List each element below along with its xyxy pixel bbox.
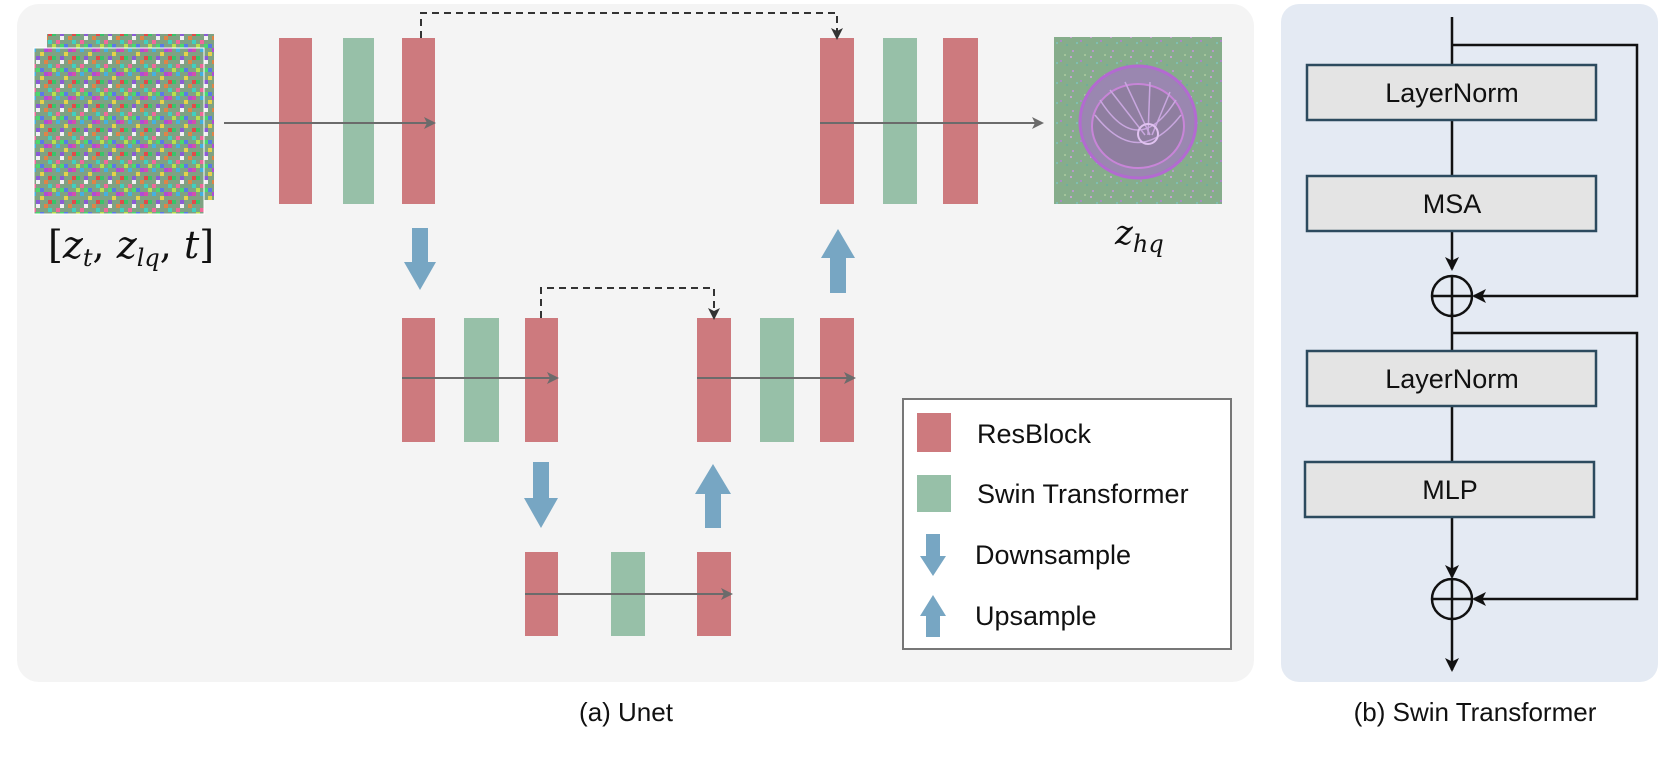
swin-block <box>760 318 794 442</box>
input-label: [zt, zlq, t] <box>48 223 214 272</box>
legend-resblock-swatch <box>917 413 951 452</box>
skip-connection <box>420 12 843 40</box>
swin-transformer-diagram <box>1430 17 1639 672</box>
msa-box <box>1305 174 1598 233</box>
resblock <box>697 318 731 442</box>
downsample-arrow <box>404 228 436 290</box>
legend-upsample-icon <box>920 595 946 637</box>
input-noise-image <box>33 34 214 215</box>
output-label: zhq <box>1114 213 1164 258</box>
legend-swin-swatch <box>917 475 951 512</box>
swin-block <box>464 318 499 442</box>
resblock <box>525 318 558 442</box>
swin-block <box>343 38 374 204</box>
layernorm-box <box>1305 63 1598 122</box>
layernorm-label: LayerNorm <box>1385 78 1519 108</box>
resblock <box>943 38 978 204</box>
layernorm-box <box>1305 349 1598 408</box>
legend-upsample-label: Upsample <box>975 601 1097 631</box>
layernorm-label: LayerNorm <box>1385 364 1519 394</box>
resblock <box>820 38 854 204</box>
resblock <box>402 38 435 204</box>
legend-resblock-label: ResBlock <box>977 419 1092 449</box>
swin-block <box>883 38 917 204</box>
resblock <box>402 318 435 442</box>
upsample-arrow <box>695 464 731 528</box>
legend-downsample-icon <box>920 534 946 576</box>
resblock <box>279 38 312 204</box>
legend-swin-label: Swin Transformer <box>977 479 1189 509</box>
skip-connection <box>540 287 720 320</box>
msa-label: MSA <box>1423 189 1482 219</box>
mlp-label: MLP <box>1422 475 1478 505</box>
legend: ResBlock Swin Transformer Downsample Ups… <box>902 398 1232 650</box>
swin-caption: (b) Swin Transformer <box>1354 697 1597 727</box>
legend-downsample-label: Downsample <box>975 540 1131 570</box>
upsample-arrow <box>821 229 855 293</box>
output-image <box>1054 37 1222 204</box>
unet-caption: (a) Unet <box>579 697 674 727</box>
resblock <box>820 318 854 442</box>
mlp-box <box>1303 460 1596 519</box>
downsample-arrow <box>524 462 558 528</box>
